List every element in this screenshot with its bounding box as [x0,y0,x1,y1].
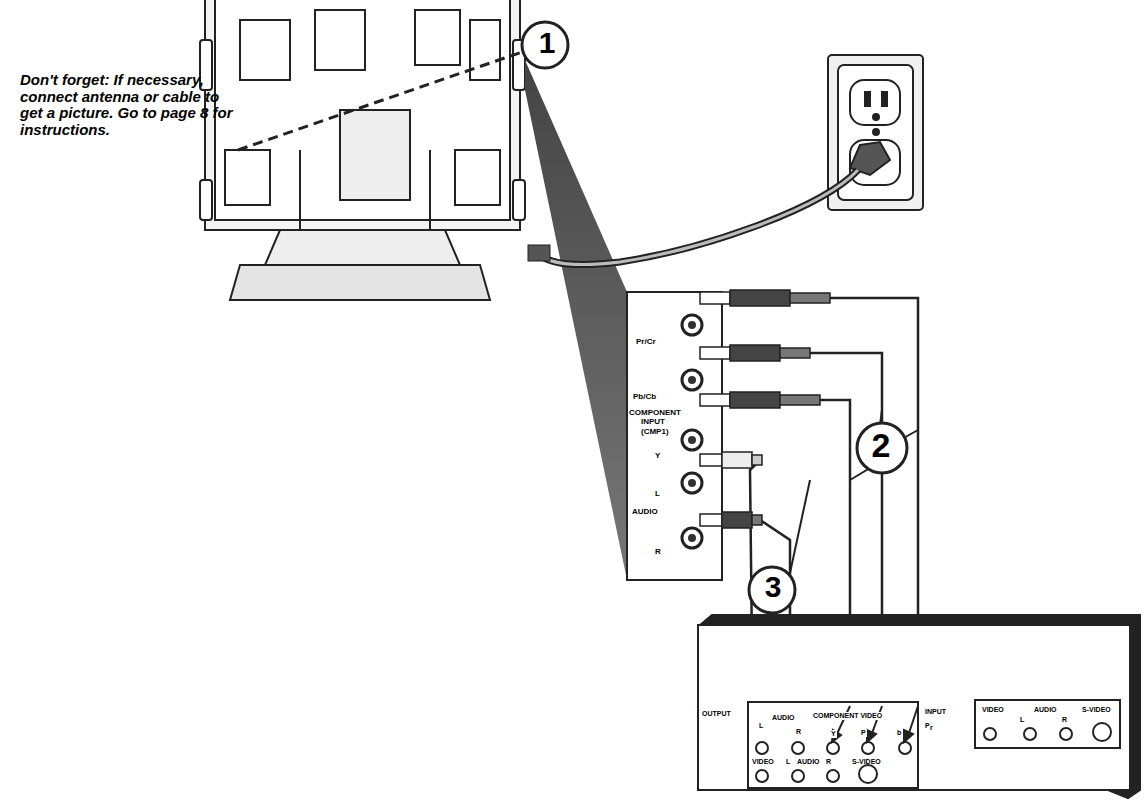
tv-jacks [682,315,702,548]
jack-label: R [655,548,661,557]
panel-label: P [860,729,867,737]
panel-label: AUDIO [797,758,820,766]
tv-jack-panel [627,292,722,580]
panel-label: L [758,722,764,730]
callout-number: 2 [869,428,893,462]
callout-circles [522,22,918,613]
panel-label: INPUT [925,708,946,716]
panel-label: VIDEO [752,758,774,766]
callout-number: 3 [761,572,785,602]
panel-label: AUDIO [1034,706,1057,714]
dvd-player [698,615,1140,798]
jack-label: (CMP1) [641,428,669,437]
jack-label: COMPONENT [629,409,681,418]
zoom-beam [525,60,627,580]
jack-label: Pb/Cb [633,393,656,402]
panel-label: COMPONENT VIDEO [812,712,883,720]
jack-label: AUDIO [632,508,658,517]
jack-label: L [655,490,660,499]
panel-label: b [896,729,902,737]
note-text: Don't forget: If necessary, connect ante… [20,72,235,138]
tv-back [200,0,525,300]
leader-line [238,52,522,150]
rca-plugs [700,290,830,528]
dvd-jacks [756,723,1111,783]
panel-label: S-VIDEO [1082,706,1111,714]
jack-label: Pr/Cr [636,338,656,347]
jack-label: INPUT [641,418,665,427]
panel-label: Y [830,730,837,738]
callout-number: 1 [535,28,559,58]
panel-label: R [826,758,831,766]
panel-label: VIDEO [982,706,1004,714]
panel-label: S-VIDEO [852,758,881,766]
panel-label: r [930,724,933,732]
panel-label: R [795,728,802,736]
jack-label: Y [655,452,660,461]
panel-label: L [786,758,790,766]
panel-label: L [1020,716,1024,724]
panel-label: P [925,722,930,730]
panel-label: R [1062,716,1067,724]
panel-label: AUDIO [771,714,796,722]
panel-label: OUTPUT [702,710,731,718]
